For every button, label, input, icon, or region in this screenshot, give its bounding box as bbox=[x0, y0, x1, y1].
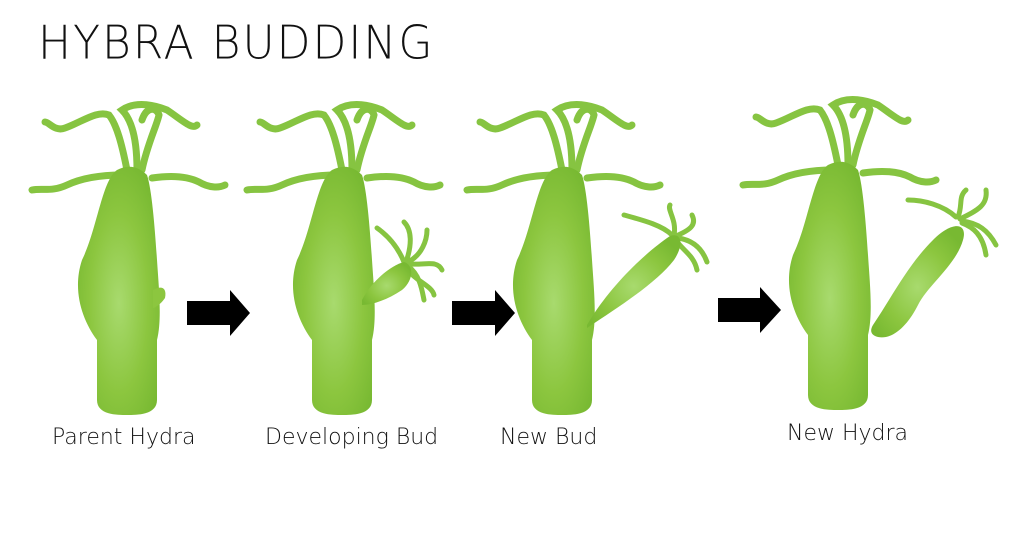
diagram-title: HYBRA BUDDING bbox=[38, 16, 435, 71]
stage-new-bud bbox=[467, 105, 710, 415]
right-arrow-icon bbox=[452, 290, 515, 336]
label-new-hydra: New Hydra bbox=[787, 421, 909, 446]
stage-new-hydra bbox=[743, 100, 999, 410]
stage-parent-hydra bbox=[32, 105, 225, 415]
label-parent-hydra: Parent Hydra bbox=[52, 425, 196, 450]
stage-developing-bud bbox=[247, 105, 445, 415]
label-developing-bud: Developing Bud bbox=[265, 425, 439, 450]
right-arrow-icon bbox=[187, 290, 250, 336]
right-arrow-icon bbox=[718, 287, 781, 333]
label-new-bud: New Bud bbox=[500, 425, 598, 450]
